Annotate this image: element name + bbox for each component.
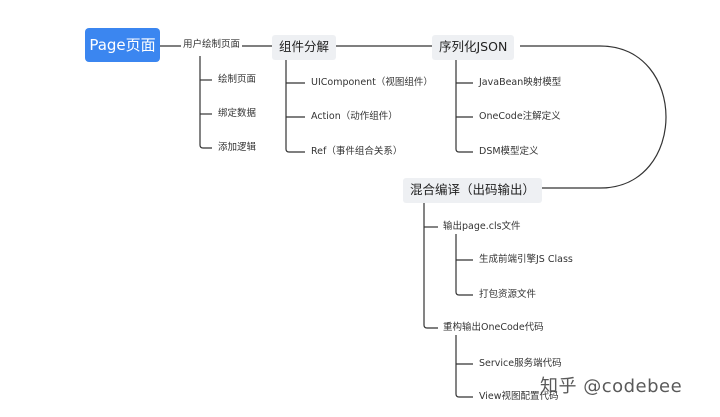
node-add-logic: 添加逻辑 xyxy=(218,142,257,153)
connector-user-draw-trunk xyxy=(199,56,212,149)
node-draw-page: 绘制页面 xyxy=(218,74,257,85)
node-action: Action（动作组件） xyxy=(311,111,398,122)
node-bind-data: 绑定数据 xyxy=(218,108,257,119)
node-output-page-cls: 输出page.cls文件 xyxy=(443,221,521,232)
node-component-split: 组件分解 xyxy=(272,35,337,60)
watermark: 知乎 @codebee xyxy=(540,376,683,397)
node-refactor-onecode: 重构输出OneCode代码 xyxy=(443,322,544,333)
node-javabean-model: JavaBean映射模型 xyxy=(479,77,562,88)
node-view-config-code: View视图配置代码 xyxy=(479,391,559,402)
node-serialize-json: 序列化JSON xyxy=(432,35,515,60)
node-service-code: Service服务端代码 xyxy=(479,358,562,369)
connector-cls-trunk xyxy=(455,234,473,296)
node-onecode-annotation: OneCode注解定义 xyxy=(479,111,561,122)
connector-component-trunk xyxy=(285,56,305,153)
edge-label-user-draw: 用户绘制页面 xyxy=(181,39,243,50)
node-js-class: 生成前端引擎JS Class xyxy=(479,254,573,265)
connector-refactor-trunk xyxy=(455,335,473,398)
node-ref: Ref（事件组合关系） xyxy=(311,146,403,157)
node-uicomponent: UIComponent（视图组件） xyxy=(311,77,433,88)
connector-serialize-trunk xyxy=(455,56,473,153)
connector-compile-trunk xyxy=(423,200,438,329)
node-hybrid-compile: 混合编译（出码输出） xyxy=(403,178,543,203)
root-node: Page页面 xyxy=(85,28,160,62)
node-pack-resources: 打包资源文件 xyxy=(479,289,537,300)
node-dsm-model: DSM模型定义 xyxy=(479,146,539,157)
connector-serialize-compile xyxy=(520,45,667,189)
